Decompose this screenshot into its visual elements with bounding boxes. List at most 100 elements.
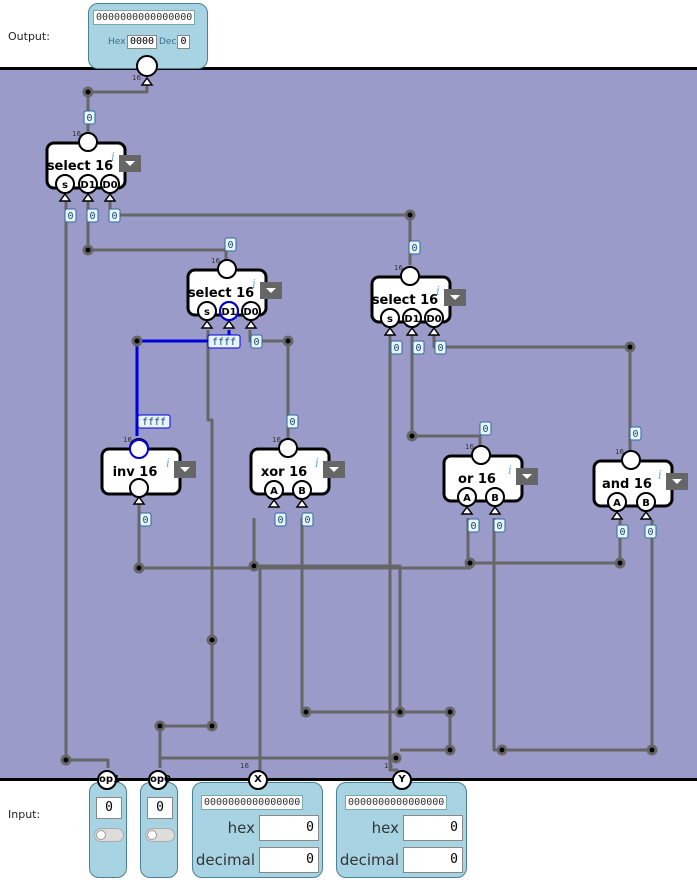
and-chevron-down-icon	[672, 479, 682, 484]
wire-8	[432, 330, 632, 453]
probe-sel_b_d1: ffff	[207, 334, 241, 349]
svg-text:0: 0	[437, 343, 443, 354]
svg-text:0: 0	[304, 515, 310, 526]
output-hex-label: Hex	[108, 37, 126, 47]
op0-toggle[interactable]	[145, 828, 175, 842]
or-out-width: 16	[465, 443, 474, 451]
svg-text:0: 0	[142, 515, 148, 526]
sel-a-out-pin	[78, 132, 98, 152]
xor-pin-label-B: B	[298, 486, 306, 497]
inv-in-arrow	[132, 495, 146, 505]
sel-b-pin-label-D1: D1	[221, 307, 236, 318]
xor-chevron-down-icon	[329, 467, 339, 472]
wire-0	[86, 84, 149, 140]
y-pin[interactable]: Y	[392, 770, 412, 790]
probe-inv_out: ffff	[137, 414, 171, 429]
output-dec-label: Dec	[159, 37, 177, 47]
and-pin-label-B: B	[642, 498, 650, 509]
x-bits: 0000000000000000	[201, 795, 304, 810]
xor-out-width: 16	[272, 436, 281, 444]
output-pin-width: 16	[132, 74, 141, 82]
sel-a-pin-label-D0: D0	[102, 180, 117, 191]
xor-out-pin	[278, 438, 298, 458]
sel-b-title: select 16	[188, 286, 254, 301]
op1-toggle[interactable]	[94, 828, 124, 842]
op1-pin[interactable]: op1	[97, 770, 120, 790]
output-label: Output:	[8, 30, 50, 43]
output-bits: 0000000000000000	[93, 10, 196, 25]
junction-dot-2	[82, 244, 94, 256]
or-title: or 16	[458, 472, 496, 487]
x-decimal-input[interactable]: 0	[259, 847, 319, 873]
op0-pin[interactable]: op0	[148, 770, 171, 790]
top-separator	[0, 67, 697, 70]
inv-out-highlight	[129, 439, 149, 459]
junction-dot-17	[444, 744, 456, 756]
inv-title: inv 16	[113, 465, 158, 480]
svg-text:0: 0	[277, 515, 283, 526]
wire-7	[410, 330, 482, 446]
xor-pin-arrow-A	[267, 498, 281, 508]
sel-b-pin-arrow-D0	[244, 319, 258, 329]
sel-b-d1-highlight	[219, 301, 239, 321]
sel-c-pin-arrow-D0	[427, 326, 441, 336]
sel-c-out-pin	[400, 266, 420, 286]
x-decimal-label: decimal	[195, 851, 255, 869]
x-hex-input[interactable]: 0	[259, 815, 319, 841]
wire-14	[254, 564, 402, 712]
y-hex-label: hex	[371, 819, 399, 837]
junction-dot-8	[131, 335, 143, 347]
junction-dot-14	[614, 557, 626, 569]
sel-c-pin-label-D0: D0	[426, 314, 441, 325]
sel-b-info-icon: i	[252, 277, 256, 291]
op1-value: 0	[96, 797, 122, 819]
bottom-separator	[0, 778, 697, 781]
junction-dot-9	[406, 430, 418, 442]
y-decimal-input[interactable]: 0	[403, 847, 463, 873]
sel-a-pin-arrow-D0	[103, 192, 117, 202]
svg-text:0: 0	[415, 343, 421, 354]
probe-and_out: 0	[629, 426, 642, 441]
sel-a-pin-arrow-D1	[81, 192, 95, 202]
xor-pin-label-A: A	[270, 486, 278, 497]
x-panel: 0000000000000000 hex 0 decimal 0	[192, 782, 323, 878]
sel-c-pin-label-s: s	[387, 314, 393, 325]
inv-chevron-down-icon	[180, 467, 190, 472]
y-hex-input[interactable]: 0	[403, 815, 463, 841]
probe-sel_c_d1: 0	[412, 340, 425, 355]
wire-3	[108, 197, 412, 265]
sel-a-out-width: 16	[72, 130, 81, 138]
wire-10	[252, 518, 262, 770]
wire-12	[492, 518, 654, 752]
op0-value: 0	[147, 797, 173, 819]
sel-c-pin-arrow-D1	[405, 326, 419, 336]
or-out-pin	[471, 445, 491, 465]
svg-text:0: 0	[482, 424, 488, 435]
sel-b-out-pin	[217, 259, 237, 279]
svg-text:0: 0	[89, 211, 95, 222]
probe-or_b: 0	[493, 518, 506, 533]
and-info-icon: i	[658, 468, 662, 482]
and-pin-arrow-B	[639, 510, 653, 520]
svg-text:0: 0	[86, 113, 92, 124]
svg-text:0: 0	[227, 240, 233, 251]
junction-dot-3	[404, 209, 416, 221]
sel-b-pin-label-s: s	[204, 307, 210, 318]
x-pin[interactable]: X	[248, 770, 268, 790]
or-pin-arrow-B	[488, 505, 502, 515]
svg-text:0: 0	[632, 429, 638, 440]
probe-xor_out: 0	[286, 414, 299, 429]
probe-sel_a_s: 0	[64, 208, 77, 223]
and-pin-arrow-A	[610, 510, 624, 520]
wire-11	[300, 518, 452, 752]
probe-sel_b_d0: 0	[250, 334, 263, 349]
or-info-icon: i	[508, 463, 512, 477]
